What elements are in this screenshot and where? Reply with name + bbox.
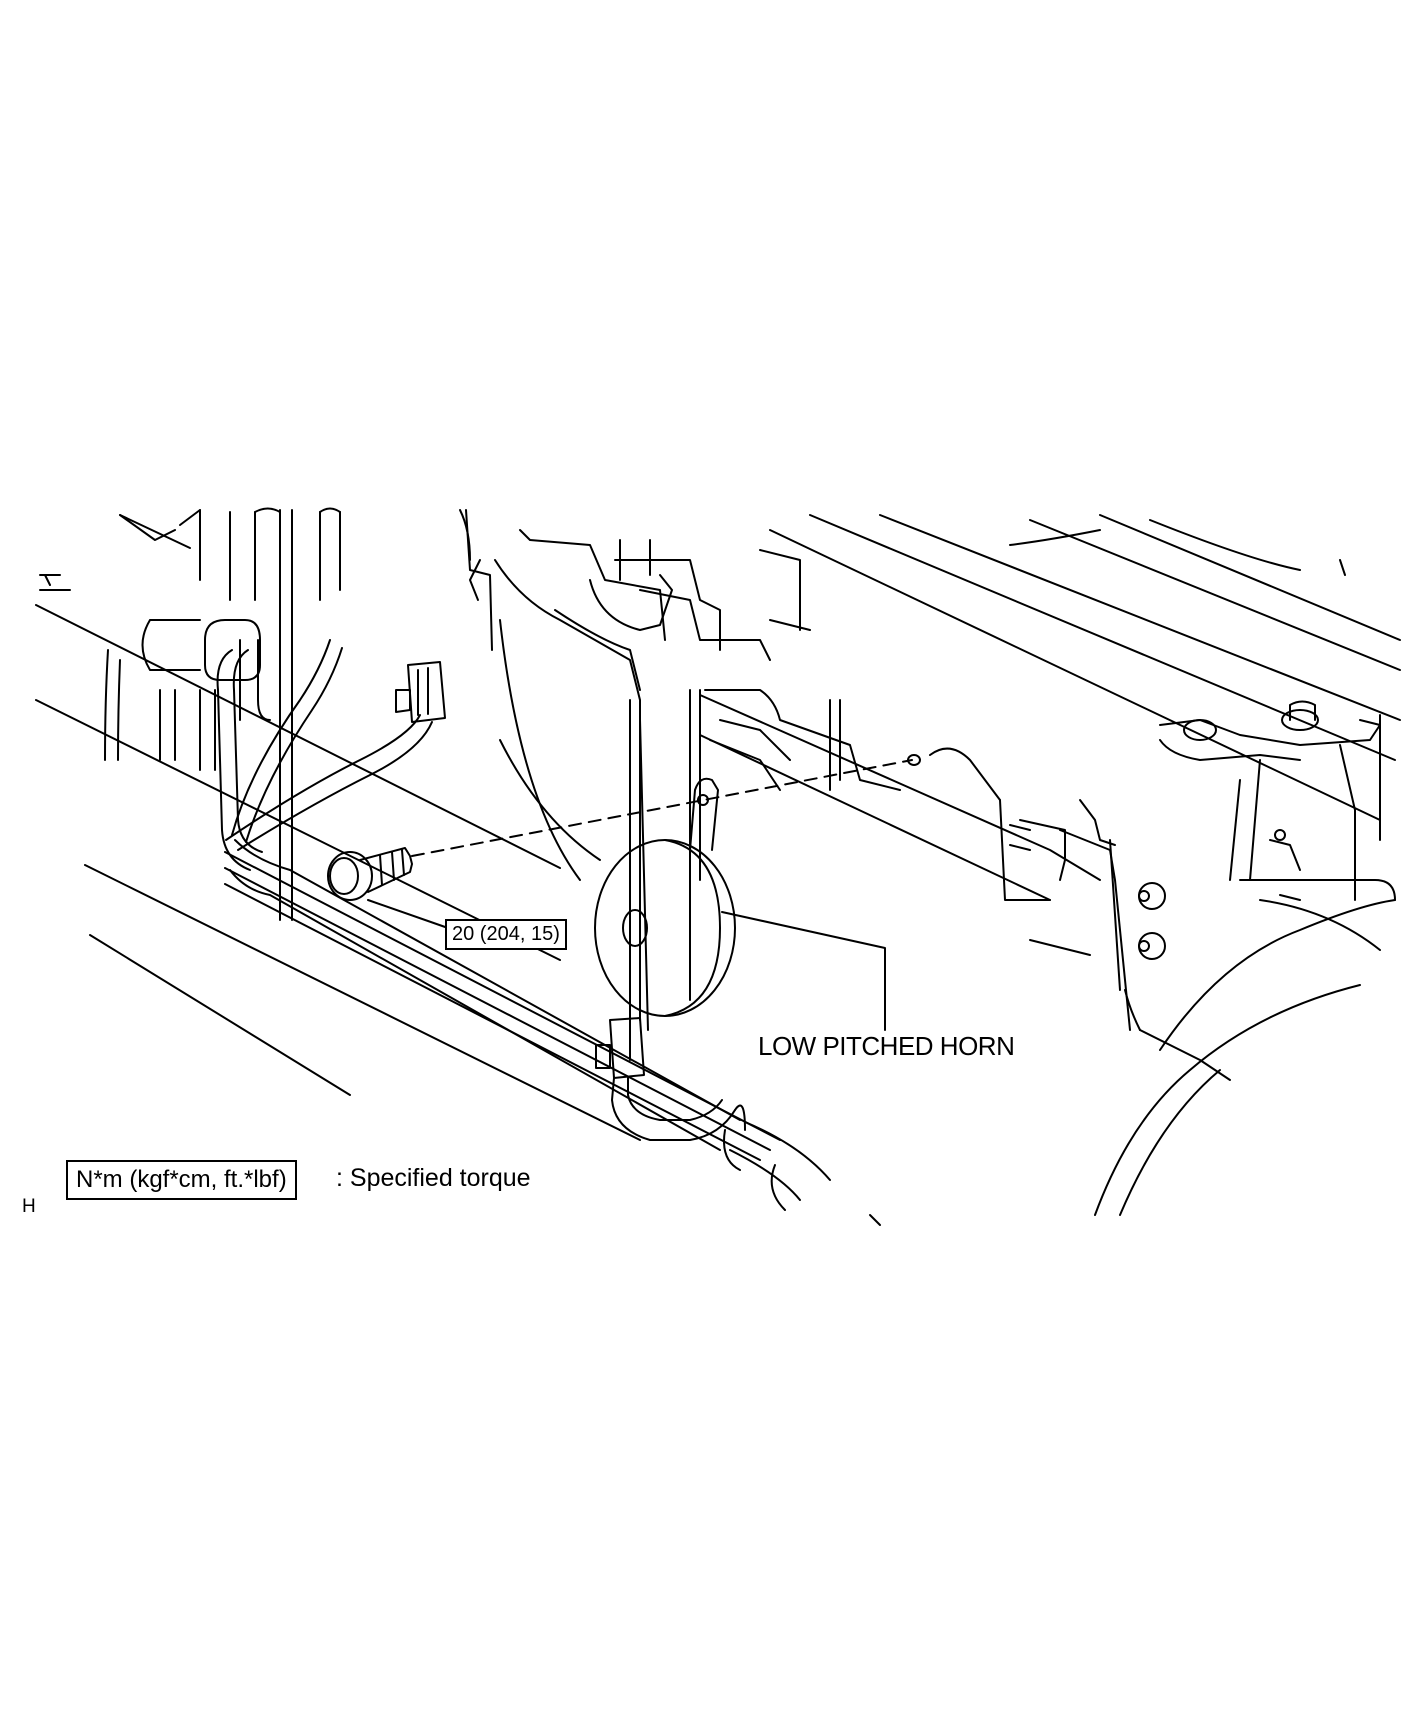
corner-code-label: H [22, 1196, 36, 1217]
upper-connector [395, 661, 446, 723]
specified-torque-legend-text: : Specified torque [336, 1164, 531, 1192]
horn-leader-line [721, 911, 886, 1031]
lower-connector [595, 1017, 746, 1141]
upper-left-details [44, 509, 481, 601]
bolt-leader-line [367, 899, 449, 929]
torque-unit-legend-box: N*m (kgf*cm, ft.*lbf) [66, 1160, 297, 1200]
horn [594, 777, 736, 1017]
radiator-frame [465, 509, 901, 1061]
main-harness-loom [229, 839, 881, 1226]
bolt [327, 847, 413, 901]
body-structure-right [699, 514, 1401, 1216]
coolant-hoses [39, 507, 341, 921]
torque-callout-box: 20 (204, 15) [445, 919, 567, 950]
low-pitched-horn-label: LOW PITCHED HORN [758, 1031, 1015, 1061]
wire-harness-upper [216, 639, 433, 871]
install-dashed-line [411, 759, 913, 857]
radiator-support-lines [35, 514, 781, 1161]
